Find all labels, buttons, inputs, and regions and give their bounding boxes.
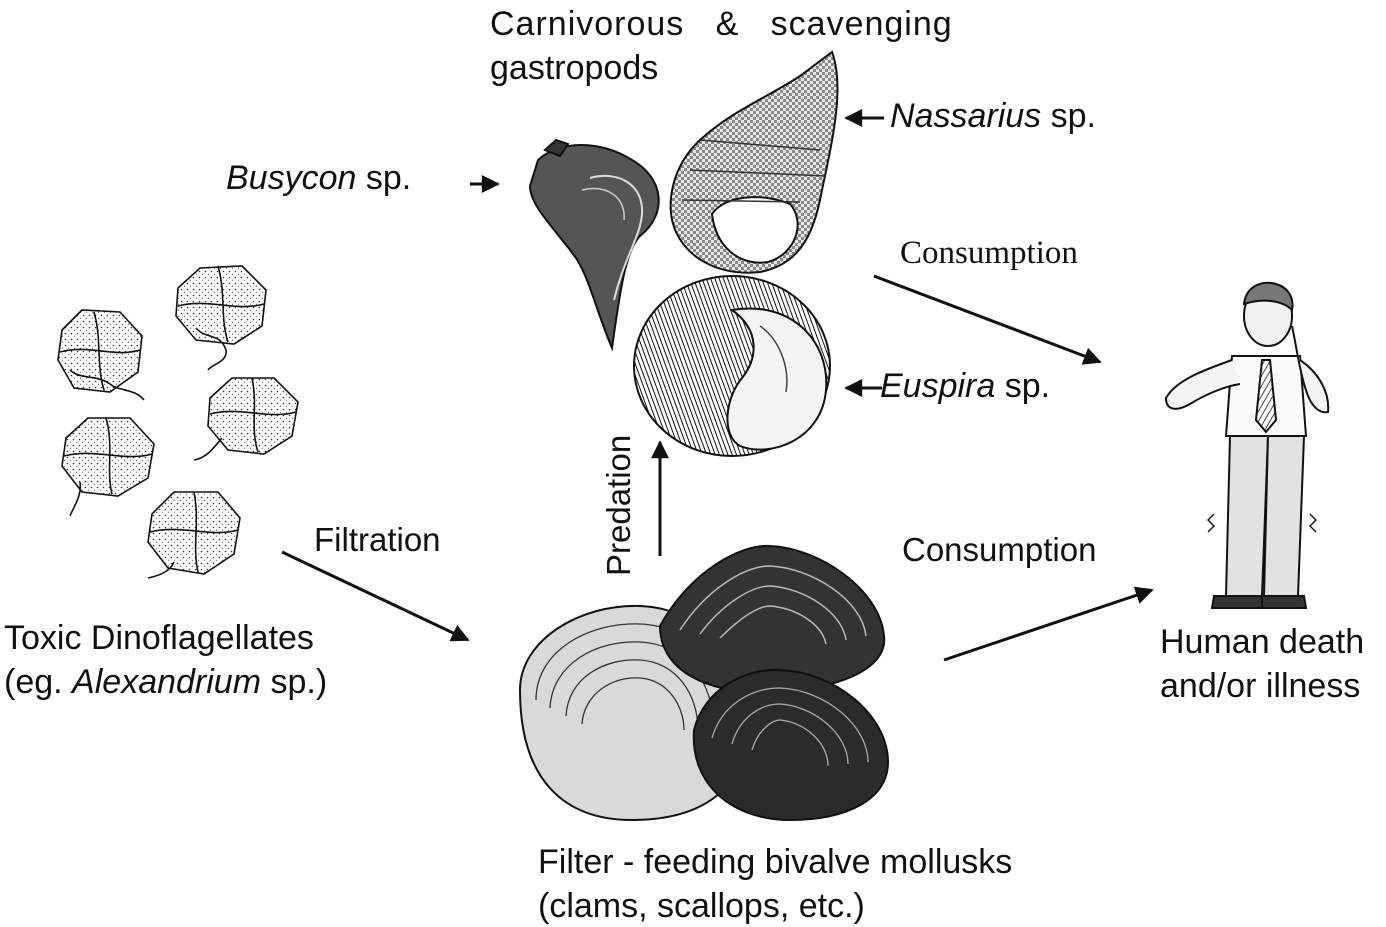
gastropods-title-line2: gastropods <box>490 48 658 89</box>
dinoflagellates-suffix: sp.) <box>261 663 327 701</box>
human-line2: and/or illness <box>1160 666 1360 707</box>
consumption-top-label: Consumption <box>900 234 1078 274</box>
nassarius-suffix: sp. <box>1041 97 1096 135</box>
euspira-suffix: sp. <box>995 367 1050 405</box>
bivalves-line1: Filter - feeding bivalve mollusks <box>538 842 1012 883</box>
busycon-label: Busycon sp. <box>226 158 411 199</box>
euspira-label: Euspira sp. <box>880 366 1050 407</box>
nassarius-label: Nassarius sp. <box>890 96 1096 137</box>
consumption-bottom-label: Consumption <box>902 530 1096 570</box>
consumption-bottom-arrow <box>944 590 1152 660</box>
nassarius-shell-icon <box>671 52 838 273</box>
bivalve-shells-icon <box>520 546 888 820</box>
dinoflagellates-line2: (eg. Alexandrium sp.) <box>4 662 327 703</box>
bivalves-line2: (clams, scallops, etc.) <box>538 886 865 927</box>
dinoflagellates-prefix: (eg. <box>4 663 72 701</box>
gastropods-title-line1: Carnivorous & scavenging <box>490 4 953 45</box>
consumption-top-arrow <box>874 276 1100 362</box>
euspira-shell-icon <box>634 276 830 456</box>
dinoflagellates-line1: Toxic Dinoflagellates <box>4 618 314 659</box>
dinoflagellate-icon <box>58 266 298 578</box>
alexandrium-genus: Alexandrium <box>72 663 261 701</box>
busycon-suffix: sp. <box>356 159 411 197</box>
human-line1: Human death <box>1160 622 1364 663</box>
busycon-shell-icon <box>530 140 659 348</box>
nassarius-genus: Nassarius <box>890 97 1041 135</box>
euspira-genus: Euspira <box>880 367 995 405</box>
busycon-genus: Busycon <box>226 159 356 197</box>
filtration-label: Filtration <box>314 520 441 560</box>
human-figure-icon <box>1166 283 1328 608</box>
predation-label: Predation <box>599 435 639 576</box>
